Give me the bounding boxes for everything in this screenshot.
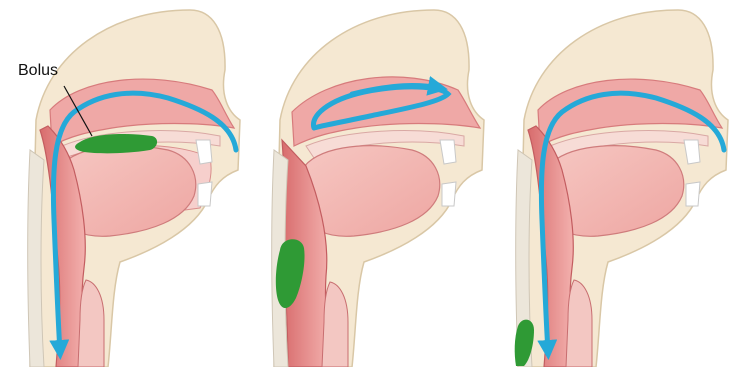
bolus-label: Bolus [18, 62, 58, 80]
panel-1: Bolus [0, 0, 244, 367]
head-section-3 [488, 0, 732, 367]
lower-teeth [442, 182, 456, 206]
head-section-2 [244, 0, 488, 367]
head-section-1 [0, 0, 244, 367]
panel-2 [244, 0, 488, 367]
lower-teeth [686, 182, 700, 206]
panel-3 [488, 0, 732, 367]
lower-teeth [198, 182, 212, 206]
